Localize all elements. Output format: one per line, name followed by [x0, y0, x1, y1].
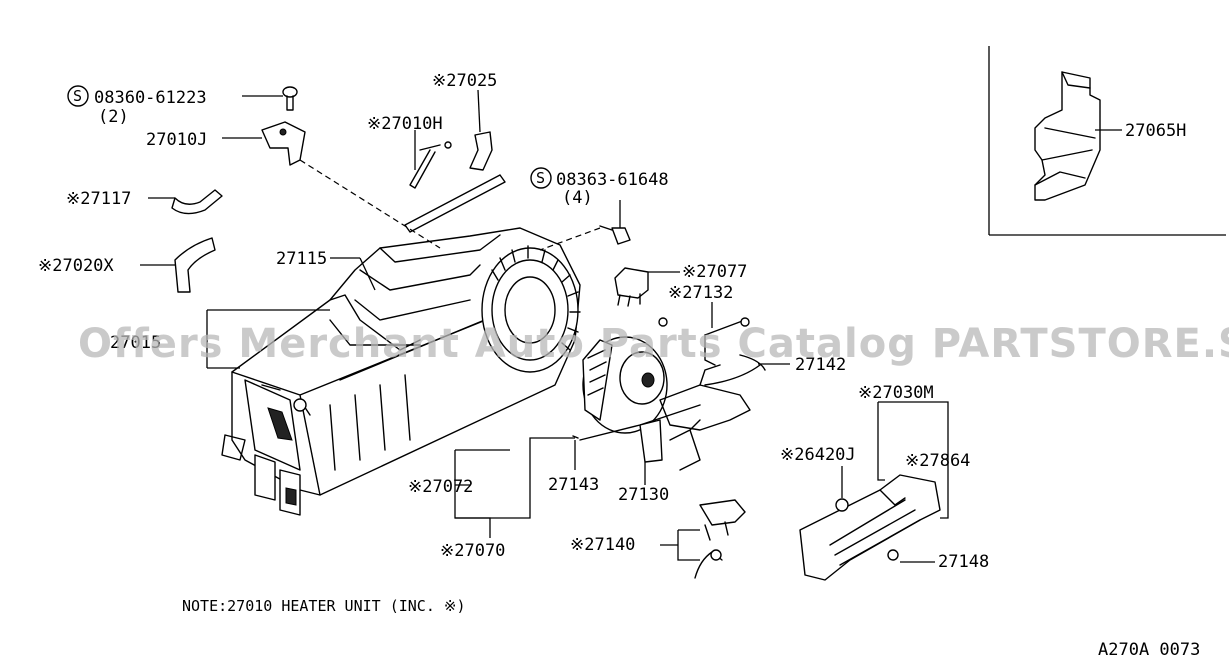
label-27140: ※27140: [570, 535, 635, 555]
label-27117: ※27117: [66, 189, 131, 209]
rod-27010h: [409, 141, 452, 189]
label-27130: 27130: [618, 485, 669, 505]
heater-case-assembly: [221, 174, 581, 516]
resistor-27077: [614, 267, 649, 307]
s-symbol-2: S: [530, 167, 552, 189]
figure-code: A270A 0073: [1098, 640, 1200, 660]
control-linkage: [572, 317, 766, 471]
leader-lines: [140, 89, 1122, 563]
label-27864: ※27864: [905, 451, 970, 471]
label-27065h: 27065H: [1125, 121, 1186, 141]
label-27142: 27142: [795, 355, 846, 375]
label-08360-61223: 08360-61223: [94, 88, 207, 108]
label-08360-qty: (2): [98, 107, 129, 127]
label-08363-61648: 08363-61648: [556, 170, 669, 190]
hose-27020x: [174, 237, 216, 293]
label-27015: 27015: [110, 333, 161, 353]
inset-frame: [988, 46, 1226, 236]
bolt-08363: [599, 225, 631, 245]
inset-part-27065h: [1034, 71, 1101, 201]
blower-motor: [582, 336, 668, 434]
label-27077: ※27077: [682, 262, 747, 282]
label-27010h: ※27010H: [367, 114, 443, 134]
label-27143: 27143: [548, 475, 599, 495]
control-panel: [799, 474, 941, 581]
bracket-27010j: [261, 121, 306, 166]
dashed-guides: [299, 159, 601, 251]
label-27010j: 27010J: [146, 130, 207, 150]
label-27132: ※27132: [668, 283, 733, 303]
note-text: NOTE:27010 HEATER UNIT (INC. ※): [182, 597, 466, 615]
watermark: Offers Merchant Auto Parts Catalog PARTS…: [78, 321, 1229, 367]
label-27030m: ※27030M: [858, 383, 934, 403]
svg-text:S: S: [73, 87, 82, 105]
s-symbol-1: S: [67, 85, 89, 107]
switch-assembly: [694, 499, 746, 579]
label-27148: 27148: [938, 552, 989, 572]
label-08363-qty: (4): [562, 188, 593, 208]
bolt-08360: [282, 86, 298, 111]
label-27072: ※27072: [408, 477, 473, 497]
label-26420j: ※26420J: [780, 445, 856, 465]
hose-27025: [469, 131, 493, 171]
label-27025: ※27025: [432, 71, 497, 91]
svg-text:S: S: [536, 169, 545, 187]
label-27070: ※27070: [440, 541, 505, 561]
label-27020x: ※27020X: [38, 256, 114, 276]
hose-27117: [171, 189, 223, 215]
label-27115: 27115: [276, 249, 327, 269]
